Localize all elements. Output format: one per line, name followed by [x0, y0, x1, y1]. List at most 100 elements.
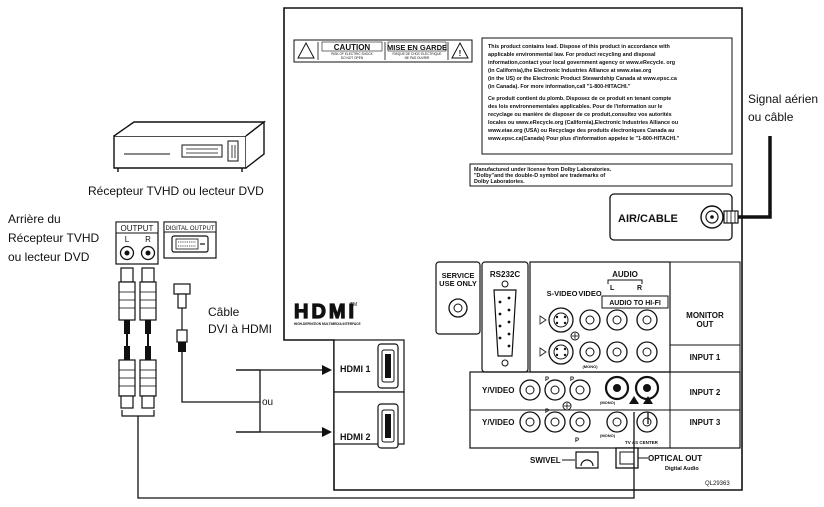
service-port: SERVICE USE ONLY — [435, 261, 481, 335]
optical-out-port[interactable]: OPTICAL OUT Digital Audio — [615, 447, 702, 472]
input3-label: INPUT 3 — [690, 418, 721, 427]
input2-pr[interactable] — [569, 379, 591, 401]
yvideo-label-3: Y/VIDEO — [482, 418, 514, 427]
hdmi2-label: HDMI 2 — [340, 432, 371, 442]
dvi-cable-label-1: Câble — [208, 305, 240, 319]
svg-text:(MONO): (MONO) — [600, 400, 616, 405]
video-jack-2[interactable] — [579, 341, 601, 363]
svg-text:USE ONLY: USE ONLY — [439, 279, 477, 288]
output-r-jack[interactable] — [140, 245, 156, 261]
input2-label: INPUT 2 — [690, 388, 721, 397]
dvi-output-port[interactable] — [171, 235, 209, 253]
dvi-to-hdmi-cable — [173, 283, 191, 352]
caution-sub-1: RISK OF ELECTRIC SHOCK — [331, 52, 373, 56]
svg-text:TM: TM — [350, 302, 357, 308]
monitor-audio-r[interactable] — [636, 309, 658, 331]
source-output-panel: OUTPUT L R DIGITAL OUTPUT — [115, 221, 217, 265]
swivel-port[interactable]: SWIVEL — [530, 451, 599, 469]
mise-sub-2: NE PAS OUVRIR — [405, 56, 430, 60]
svg-text:(MONO): (MONO) — [582, 364, 598, 369]
svg-text:P: P — [545, 377, 549, 383]
hdmi1-port[interactable] — [377, 343, 399, 389]
component-inputs: INPUT 2 INPUT 3 Y/VIDEO Y/VIDEO P P P P … — [469, 371, 741, 449]
input3-pb[interactable] — [544, 411, 566, 433]
svg-text:SERVICE: SERVICE — [442, 271, 475, 280]
rs232c-label: RS232C — [490, 270, 520, 279]
video-jack-1[interactable] — [579, 309, 601, 331]
input1-audio-r[interactable] — [636, 341, 658, 363]
audio-label: AUDIO — [612, 270, 638, 279]
input1-label: INPUT 1 — [690, 353, 721, 362]
caution-label: CAUTION RISK OF ELECTRIC SHOCK DO NOT OP… — [293, 39, 473, 63]
monitor-out-label-1: MONITOR — [686, 311, 724, 320]
or-connector-label: ou — [262, 397, 274, 408]
yvideo-label-2: Y/VIDEO — [482, 386, 514, 395]
antenna-label-1: Signal aérien — [748, 92, 819, 106]
input3-pr[interactable] — [569, 411, 591, 433]
optical-out-label: OPTICAL OUT — [648, 454, 702, 463]
lead-notice: This product contains lead. Dispose of t… — [481, 37, 733, 155]
receiver-back-label-2: Récepteur TVHD — [8, 231, 100, 245]
svg-text:!: ! — [459, 49, 462, 58]
tv-as-center-label: TV AS CENTER — [625, 440, 659, 445]
hdmi2-port[interactable] — [377, 403, 399, 449]
hdmi-tagline: HIGH-DEFINITION MULTIMEDIA INTERFACE — [294, 322, 361, 326]
svg-text:(MONO): (MONO) — [600, 433, 616, 438]
svideo-jack-top[interactable] — [548, 307, 574, 333]
air-cable-panel: AIR/CABLE — [609, 193, 733, 241]
model-code: QL29363 — [705, 481, 730, 487]
hdmi-logo: HDMI TM HIGH-DEFINITION MULTIMEDIA INTER… — [293, 300, 361, 326]
input2-audio-r[interactable] — [634, 375, 660, 401]
svg-text:P: P — [570, 377, 574, 383]
dolby-notice: Manufactured under license from Dolby La… — [469, 163, 733, 187]
lead-notice-text: This product contains lead. Dispose of t… — [487, 44, 680, 142]
svideo-label: S-VIDEO — [547, 289, 578, 298]
rca-bracket — [121, 410, 155, 417]
input2-pb[interactable] — [544, 379, 566, 401]
caution-sub-2: DO NOT OPEN — [341, 56, 364, 60]
svg-text:P: P — [575, 438, 579, 444]
rca-cable-left — [118, 267, 136, 409]
monitor-out-label-2: OUT — [697, 320, 714, 329]
hdmi-ports: HDMI 1 HDMI 2 — [333, 339, 405, 449]
antenna-cable — [723, 136, 772, 224]
hdmi1-label: HDMI 1 — [340, 364, 371, 374]
svg-text:P: P — [545, 409, 549, 415]
digital-output-label: DIGITAL OUTPUT — [165, 226, 214, 232]
svideo-jack-bottom[interactable] — [548, 339, 574, 365]
output-l-jack[interactable] — [119, 245, 135, 261]
dvi-cable-label-2: DVI à HDMI — [208, 322, 273, 336]
caution-text: CAUTION — [334, 43, 371, 52]
svg-text:L: L — [610, 285, 615, 292]
digital-audio-label: Digital Audio — [665, 466, 699, 472]
svg-text:R: R — [637, 285, 642, 292]
swivel-label: SWIVEL — [530, 456, 561, 465]
input3-y[interactable] — [519, 411, 541, 433]
input3-audio-l[interactable] — [606, 411, 628, 433]
video-label: VIDEO — [578, 289, 602, 298]
dolby-notice-text: Manufactured under license from Dolby La… — [474, 167, 613, 185]
receiver-back-label-1: Arrière du — [8, 212, 61, 226]
receiver-back-label-3: ou lecteur DVD — [8, 250, 90, 264]
air-cable-label: AIR/CABLE — [618, 213, 678, 225]
output-label: OUTPUT — [121, 224, 154, 233]
mise-sub-1: RISQUE DE CHOC ELECTRIQUE — [392, 52, 441, 56]
dvd-player-front — [113, 120, 267, 172]
output-r-label: R — [145, 235, 151, 244]
av-inputs: AUDIO L R S-VIDEO VIDEO AUDIO TO HI-FI M… — [529, 261, 741, 373]
input2-audio-l[interactable] — [604, 375, 630, 401]
input1-audio-l[interactable] — [606, 341, 628, 363]
rca-cable-right — [139, 267, 157, 409]
antenna-label-2: ou câble — [748, 110, 794, 124]
monitor-audio-l[interactable] — [606, 309, 628, 331]
audio-to-hifi-label: AUDIO TO HI-FI — [609, 300, 661, 307]
input2-y[interactable] — [519, 379, 541, 401]
hdmi-logo-text: HDMI — [294, 301, 357, 323]
input3-audio-r[interactable] — [636, 411, 658, 433]
connection-lines — [137, 352, 649, 499]
receiver-front-label: Récepteur TVHD ou lecteur DVD — [88, 184, 264, 198]
rs232c-port[interactable]: RS232C — [481, 261, 529, 373]
mise-en-garde-text: MISE EN GARDE — [387, 43, 447, 52]
output-l-label: L — [125, 235, 130, 244]
